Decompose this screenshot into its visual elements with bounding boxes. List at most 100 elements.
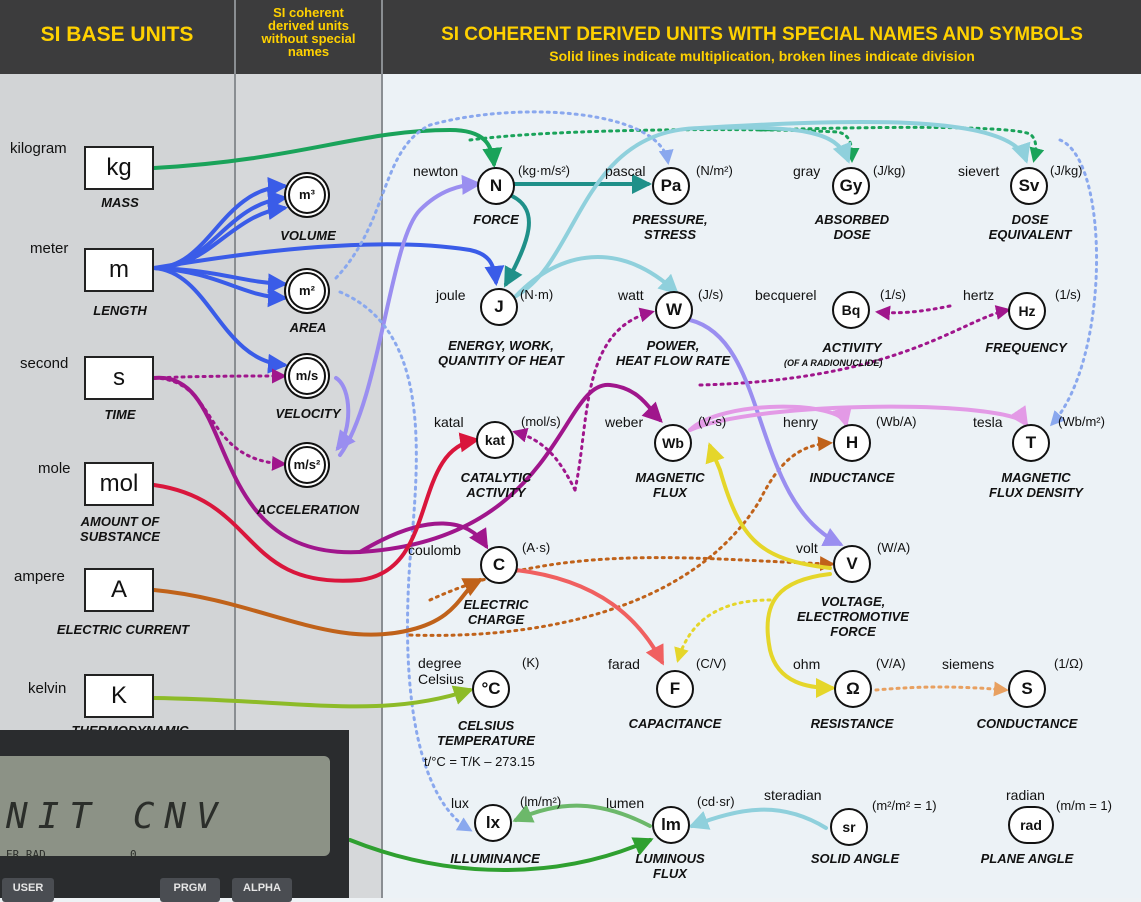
unit-name: coulomb [408,542,461,558]
base-unit-quantity: LENGTH [93,303,147,318]
unit-circle: S [1008,670,1046,708]
line-kg-newton [152,127,503,170]
line-velocity-accel [334,376,356,452]
unit-quantity: FREQUENCY [985,340,1067,355]
unit-quantity: DOSE EQUIVALENT [988,212,1072,242]
unit-name: tesla [973,414,1003,430]
unit-name: weber [605,414,644,430]
base-unit-name: meter [30,240,69,257]
celsius-formula: t/°C = T/K – 273.15 [424,754,535,769]
unit-definition: (kg·m/s²) [518,163,570,178]
unit-name: lumen [606,795,645,811]
line-lumen-lux [512,803,652,828]
unit-definition: (m/m = 1) [1056,798,1112,813]
calculator-key-prgm: PRGM [160,878,220,902]
base-unit-symbol: A [84,568,154,612]
unit-name: steradian [764,787,822,803]
unit-quantity: VOLTAGE, ELECTROMOTIVE FORCE [797,594,909,639]
line-s-watt [573,307,655,492]
base-unit-name: kilogram [10,140,67,157]
unit-circle: m/s [288,357,326,395]
unit-circle: Wb [654,424,692,462]
unit-definition: (1/s) [880,287,906,302]
unit-name: siemens [942,656,995,672]
unit-circle: C [480,546,518,584]
unit-quantity: ACTIVITY [822,340,882,355]
unit-circle: lm [652,806,690,844]
calculator-display-flags: ER RAD [6,848,46,861]
unit-circle: T [1012,424,1050,462]
line-weber-henry [688,404,852,432]
unit-circle: °C [472,670,510,708]
unit-circle: V [833,545,871,583]
base-unit-symbol: K [84,674,154,718]
unit-definition: (C/V) [696,656,727,671]
unit-subtitle: (OF A RADIONUCLIDE) [784,358,883,368]
line-A-henry [408,436,833,637]
unit-name: newton [413,163,459,179]
unit-name: volt [796,540,818,556]
coherent-header-line: names [287,44,330,59]
unit-circle: W [655,291,693,329]
base-unit-symbol: m [84,248,154,292]
calculator-key-user: USER [2,878,54,902]
line-joule-watt [514,255,679,298]
coherent-header-line: SI coherent [273,5,344,20]
unit-circle: m/s² [288,446,326,484]
unit-circle: Hz [1008,292,1046,330]
line-s-weber [152,375,663,555]
line-ohm-siemens [874,681,1009,697]
line-s-katal [512,427,577,492]
unit-circle: Ω [834,670,872,708]
unit-quantity: VELOCITY [275,406,341,421]
unit-quantity: SOLID ANGLE [810,851,900,866]
unit-circle: F [656,670,694,708]
unit-quantity: ELECTRIC CHARGE [463,597,529,627]
column-divider [381,0,383,898]
derived-units-header: SI COHERENT DERIVED UNITS WITH SPECIAL N… [383,0,1141,74]
line-joule-gray [514,125,852,298]
unit-circle: m² [288,272,326,310]
unit-quantity: PLANE ANGLE [980,851,1074,866]
line-K-celsius [152,685,474,709]
unit-circle: rad [1008,806,1054,844]
line-s-velocity [152,368,287,384]
unit-quantity: CONDUCTANCE [976,716,1078,731]
line-m-area2 [152,266,288,308]
unit-name: henry [783,414,819,430]
unit-name: ohm [793,656,821,672]
unit-circle: Sv [1010,167,1048,205]
unit-name: lux [451,795,469,811]
line-watt-volt [688,318,844,546]
unit-definition: (N/m²) [696,163,733,178]
unit-definition: (V·s) [698,414,727,429]
line-weber-tesla [688,404,1029,432]
unit-name: pascal [605,163,646,179]
coherent-header-line: derived units [268,18,349,33]
base-unit-quantity: AMOUNT OF SUBSTANCE [80,514,160,544]
unit-circle: lx [474,804,512,842]
line-s-becquerel [875,304,952,321]
line-sr-lumen [688,807,828,830]
unit-definition: (K) [522,655,540,670]
line-area-lux [338,290,473,832]
derived-header-subtitle: Solid lines indicate multiplication, bro… [549,48,975,64]
unit-quantity: MAGNETIC FLUX [635,470,705,500]
unit-definition: (1/s) [1055,287,1081,302]
base-unit-name: second [20,355,69,372]
unit-name: hertz [963,287,995,303]
unit-definition: (m²/m² = 1) [872,798,937,813]
unit-quantity: POWER, HEAT FLOW RATE [615,338,731,368]
derived-header-title: SI COHERENT DERIVED UNITS WITH SPECIAL N… [441,24,1083,45]
unit-definition: (J/s) [698,287,724,302]
line-volt-farad [674,598,772,663]
unit-quantity: CAPACITANCE [628,716,722,731]
coherent-units-header: SI coherent derived units without specia… [236,0,381,74]
unit-definition: (mol/s) [521,414,561,429]
unit-circle: sr [830,808,868,846]
line-m-velocity [152,266,288,374]
line-joule-sievert [698,119,1031,164]
unit-definition: (lm/m²) [520,794,562,809]
unit-circle: N [477,167,515,205]
